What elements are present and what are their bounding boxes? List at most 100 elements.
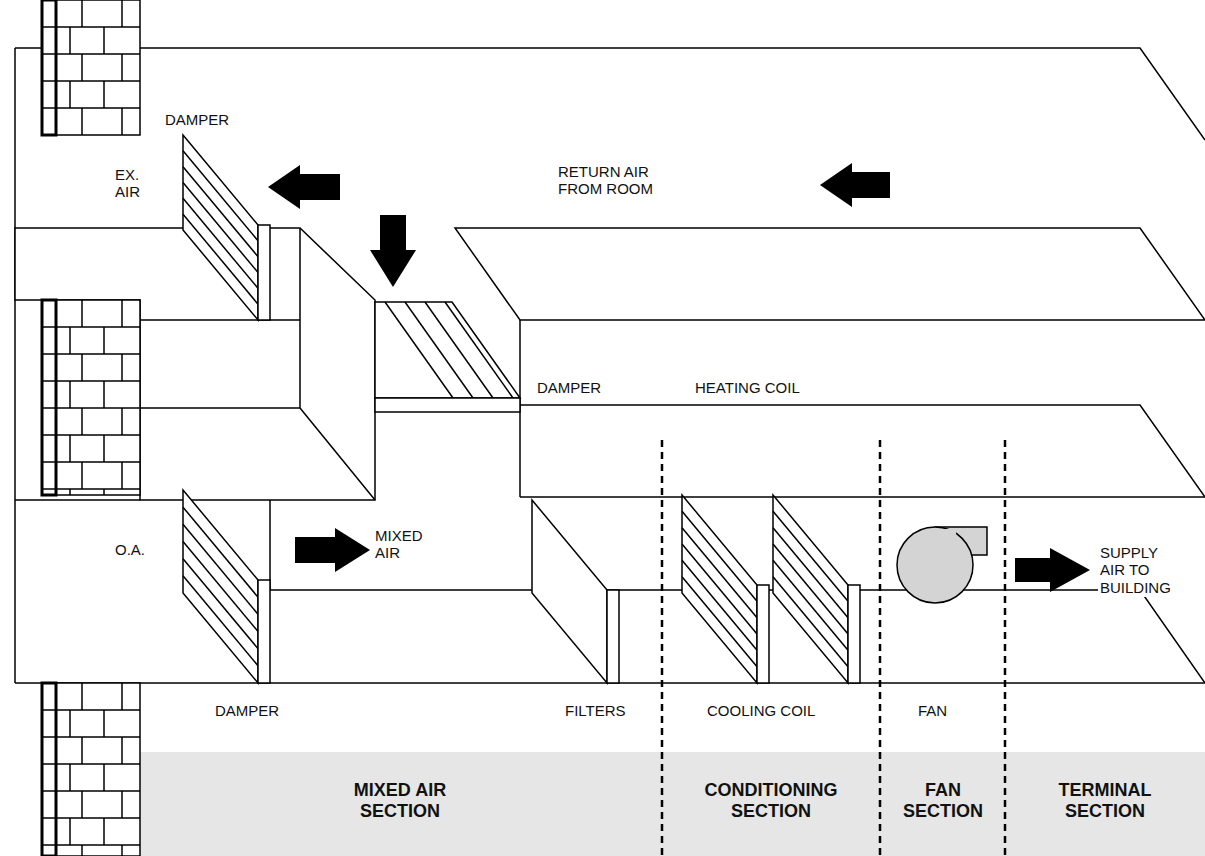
section-divider [879, 440, 882, 856]
flow-arrow [268, 163, 1090, 592]
brick-chimney [42, 817, 140, 819]
damper-coil-plates [183, 135, 270, 320]
brick-chimney [42, 709, 140, 711]
brick-chimney [121, 683, 123, 710]
brick-chimney [103, 27, 105, 54]
brick-chimney [69, 435, 71, 462]
brick-chimney [103, 435, 105, 462]
damper-coil-plates [183, 542, 258, 632]
flow-arrow [295, 528, 370, 572]
flow-label: RETURN AIR FROM ROOM [556, 162, 691, 199]
damper-coil-plates [607, 590, 619, 683]
damper-coil-plates [183, 524, 258, 614]
section-divider [1004, 440, 1007, 856]
duct-outline [520, 405, 1205, 497]
duct-face [15, 228, 375, 500]
brick-chimney [42, 80, 140, 82]
brick-chimney [81, 791, 83, 818]
flow-arrow [1015, 548, 1090, 592]
brick-chimney [42, 0, 140, 135]
brick-chimney [121, 791, 123, 818]
part-label: O.A. [113, 540, 147, 559]
damper-coil-plates [258, 225, 270, 320]
duct-outline [14, 48, 16, 683]
brick-chimney [121, 737, 123, 764]
damper-coil-plates [773, 577, 848, 667]
section-divider [662, 440, 1005, 856]
damper-coil-plates [848, 585, 860, 683]
brick-chimney [81, 0, 83, 27]
brick-chimney [81, 683, 83, 710]
brick-chimney [42, 461, 140, 463]
damper-coil-plates [682, 577, 757, 667]
brick-chimney [103, 764, 105, 791]
duct-outline [15, 48, 1205, 140]
damper-coil-plates [682, 495, 757, 683]
part-label: FAN [916, 701, 949, 720]
damper-coil-plates [183, 198, 258, 288]
brick-chimney [81, 354, 83, 381]
return-damper [375, 302, 520, 398]
brick-chimney [121, 0, 123, 27]
fan-symbol [936, 529, 956, 553]
return-damper [405, 302, 473, 398]
brick-chimney [81, 54, 83, 81]
brick-chimney [69, 27, 71, 54]
brick-chimney [42, 26, 140, 28]
damper-coil-plates [183, 490, 270, 683]
brick-chimney [42, 434, 140, 436]
return-damper [445, 302, 513, 398]
flow-arrow [268, 165, 340, 209]
brick-chimney [42, 0, 140, 135]
brick-chimney [42, 683, 140, 856]
duct-outline [15, 48, 1205, 683]
damper-coil-plates [183, 214, 258, 304]
section-band [140, 752, 1205, 856]
damper-coil-plates [183, 576, 258, 666]
flow-arrow [370, 215, 416, 287]
brick-chimney [42, 763, 140, 765]
brick-chimney [69, 818, 71, 845]
brick-chimney [42, 380, 140, 382]
section-label: TERMINAL SECTION [1030, 779, 1180, 822]
section-label: FAN SECTION [887, 779, 999, 822]
flow-label: SUPPLY AIR TO BUILDING [1098, 543, 1186, 597]
brick-chimney [103, 818, 105, 845]
brick-chimney [42, 683, 56, 856]
part-label: DAMPER [535, 378, 603, 397]
brick-chimney [42, 790, 140, 792]
part-label: HEATING COIL [693, 378, 802, 397]
damper-coil-plates [183, 490, 258, 683]
section-divider [661, 440, 664, 856]
brick-chimney [81, 737, 83, 764]
brick-chimney [81, 300, 83, 327]
return-damper [375, 302, 520, 412]
brick-chimney [42, 736, 140, 738]
brick-chimney [121, 354, 123, 381]
part-label: COOLING COIL [705, 701, 817, 720]
return-damper [425, 302, 493, 398]
brick-chimney [42, 407, 140, 409]
brick-chimney [81, 462, 83, 489]
brick-chimney [42, 683, 140, 856]
return-damper [385, 302, 453, 398]
damper-coil-plates [757, 585, 769, 683]
damper-coil-plates [183, 559, 258, 649]
brick-chimney [121, 408, 123, 435]
brick-chimney [42, 300, 56, 495]
damper-coil-plates [532, 500, 619, 683]
brick-chimney [42, 326, 140, 328]
section-label: CONDITIONING SECTION [681, 779, 861, 822]
brick-chimney [42, 300, 140, 495]
part-label: EX. AIR [113, 165, 161, 202]
fan-symbol [897, 527, 987, 603]
section-label: MIXED AIR SECTION [325, 779, 475, 822]
brick-chimney [69, 489, 71, 495]
brick-chimney [121, 300, 123, 327]
brick-chimney [42, 353, 140, 355]
duct-outline [520, 496, 1205, 498]
brick-chimney [81, 108, 83, 135]
flow-arrow [820, 163, 890, 207]
brick-chimney [42, 300, 140, 495]
